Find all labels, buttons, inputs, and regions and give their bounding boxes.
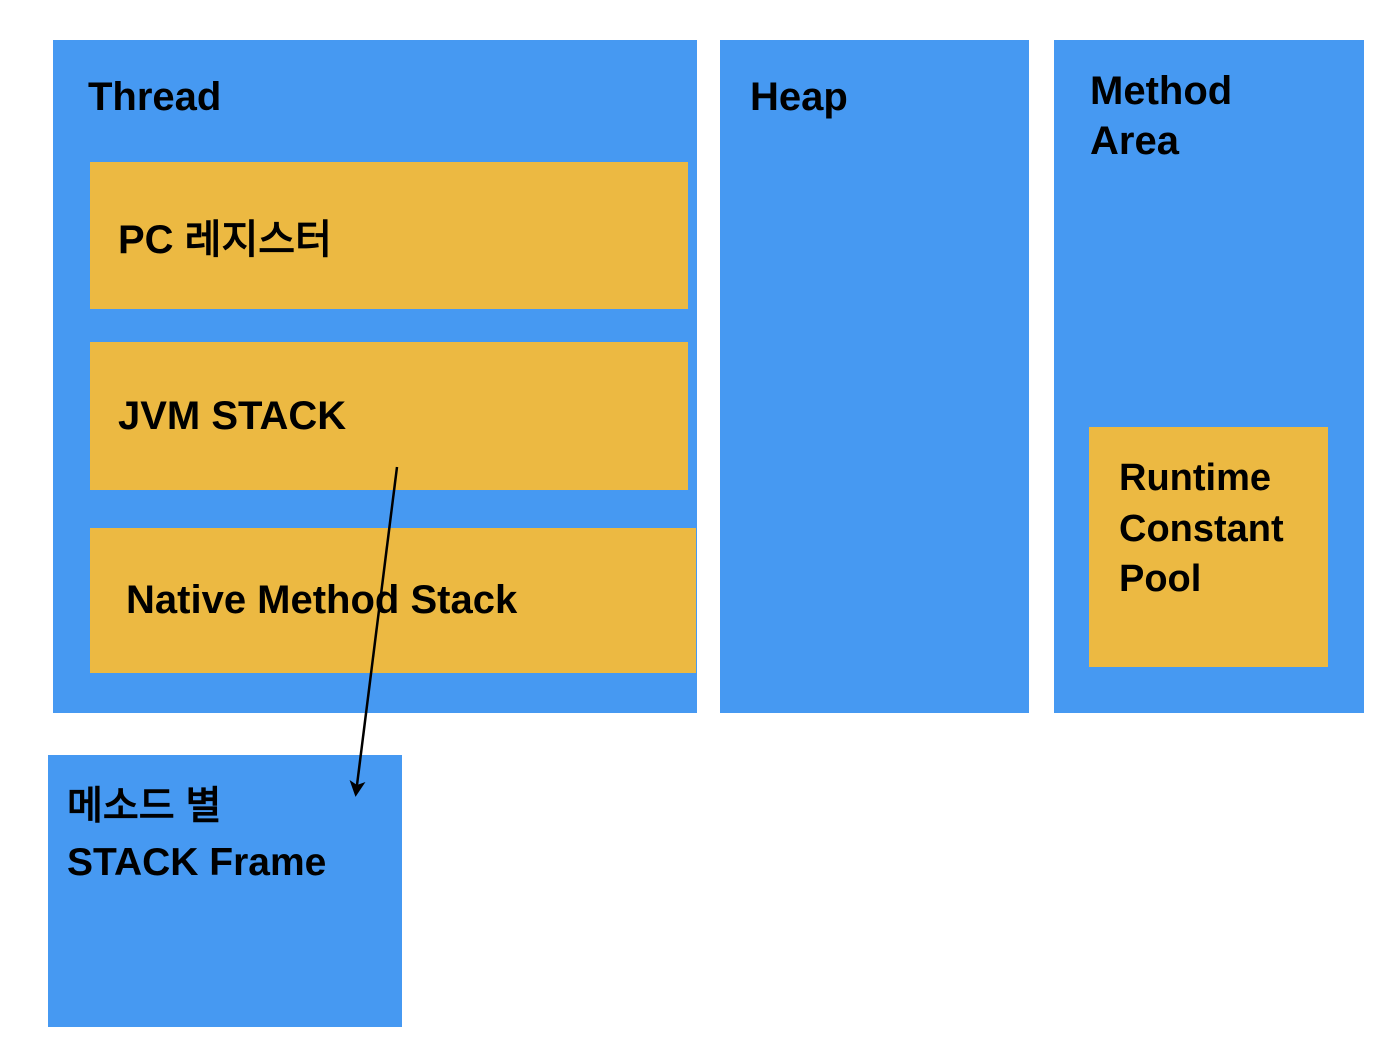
method-area-title: Method Area bbox=[1090, 69, 1233, 163]
jvm-stack-label: JVM STACK bbox=[118, 393, 347, 438]
native-method-stack-box: Native Method Stack bbox=[90, 528, 696, 673]
stack-frame-label-line2: STACK Frame bbox=[67, 841, 327, 885]
runtime-constant-pool-box: Runtime Constant Pool bbox=[1089, 427, 1328, 667]
jvm-stack-box: JVM STACK bbox=[90, 342, 688, 490]
thread-panel: Thread PC 레지스터 JVM STACK Native Method S… bbox=[53, 40, 697, 713]
runtime-constant-pool-label: Runtime Constant Pool bbox=[1119, 457, 1284, 601]
stack-frame-label-line1: 메소드 별 bbox=[67, 785, 222, 828]
native-method-stack-label: Native Method Stack bbox=[126, 578, 518, 622]
thread-title: Thread bbox=[88, 75, 222, 119]
pc-register-label: PC 레지스터 bbox=[118, 217, 332, 262]
heap-title: Heap bbox=[750, 75, 848, 119]
method-area-panel: Method Area Runtime Constant Pool bbox=[1054, 40, 1364, 713]
stack-frame-panel: 메소드 별 STACK Frame bbox=[48, 755, 402, 1027]
heap-panel: Heap bbox=[720, 40, 1029, 713]
pc-register-box: PC 레지스터 bbox=[90, 162, 688, 309]
stack-frame-label: 메소드 별 STACK Frame bbox=[48, 755, 402, 891]
